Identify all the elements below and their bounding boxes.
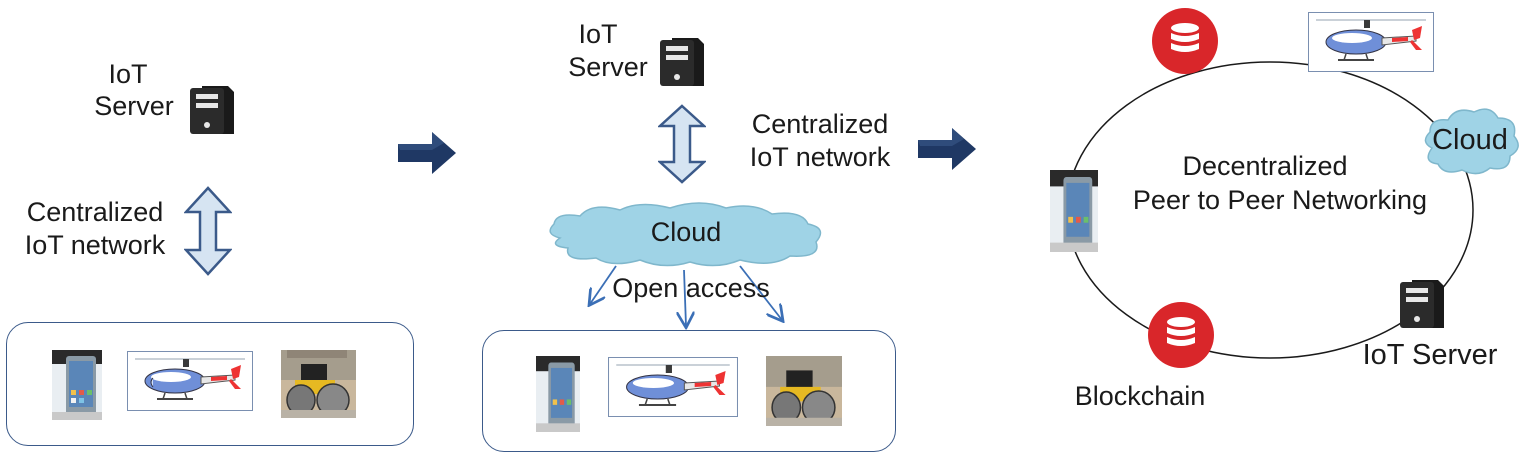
open-access-arrow-right [739, 265, 782, 320]
open-access-arrow-center [684, 269, 686, 326]
open-access-label: Open access [612, 273, 770, 303]
panel2-server-icon [660, 38, 704, 86]
panel2-network-label-line1: Centralized [751, 109, 889, 139]
phone-image [1050, 170, 1098, 252]
phone-image [536, 356, 580, 432]
phone-image [52, 350, 102, 420]
panel2-cloud-shape [549, 202, 822, 267]
transition-arrow-2 [918, 128, 976, 170]
panel2-server-label-line1: IoT [578, 19, 618, 49]
blockchain-database-icon [1148, 302, 1214, 368]
helicopter-image [1308, 12, 1434, 72]
panel1-network-label-line1: Centralized [26, 197, 164, 227]
helicopter-image [127, 351, 253, 411]
panel1-server-label-line1: IoT [108, 59, 148, 89]
road-roller-image [766, 356, 842, 426]
open-access-arrow-left [590, 265, 617, 304]
panel2-network-label-line2: IoT network [749, 142, 891, 172]
panel1-double-arrow [184, 186, 232, 276]
panel1-server-icon [190, 86, 234, 134]
road-roller-image [281, 350, 356, 418]
database-icon [1152, 8, 1218, 74]
panel2-cloud-label: Cloud [650, 217, 722, 247]
panel2-server-label-line2: Server [568, 52, 648, 82]
panel3-server-label: IoT Server [1362, 339, 1498, 371]
panel3-cloud-shape [1424, 108, 1519, 175]
transition-arrow-1 [398, 132, 456, 174]
p2p-title-line1: Decentralized [1182, 151, 1348, 181]
panel2-double-arrow [658, 104, 706, 184]
panel1-server-label-line2: Server [94, 91, 174, 121]
blockchain-label: Blockchain [1074, 381, 1206, 411]
helicopter-image [608, 357, 738, 417]
panel3-cloud-label: Cloud [1432, 124, 1508, 156]
panel1-network-label-line2: IoT network [24, 230, 166, 260]
p2p-title-line2: Peer to Peer Networking [1132, 185, 1428, 215]
panel3-server-icon [1400, 280, 1444, 328]
